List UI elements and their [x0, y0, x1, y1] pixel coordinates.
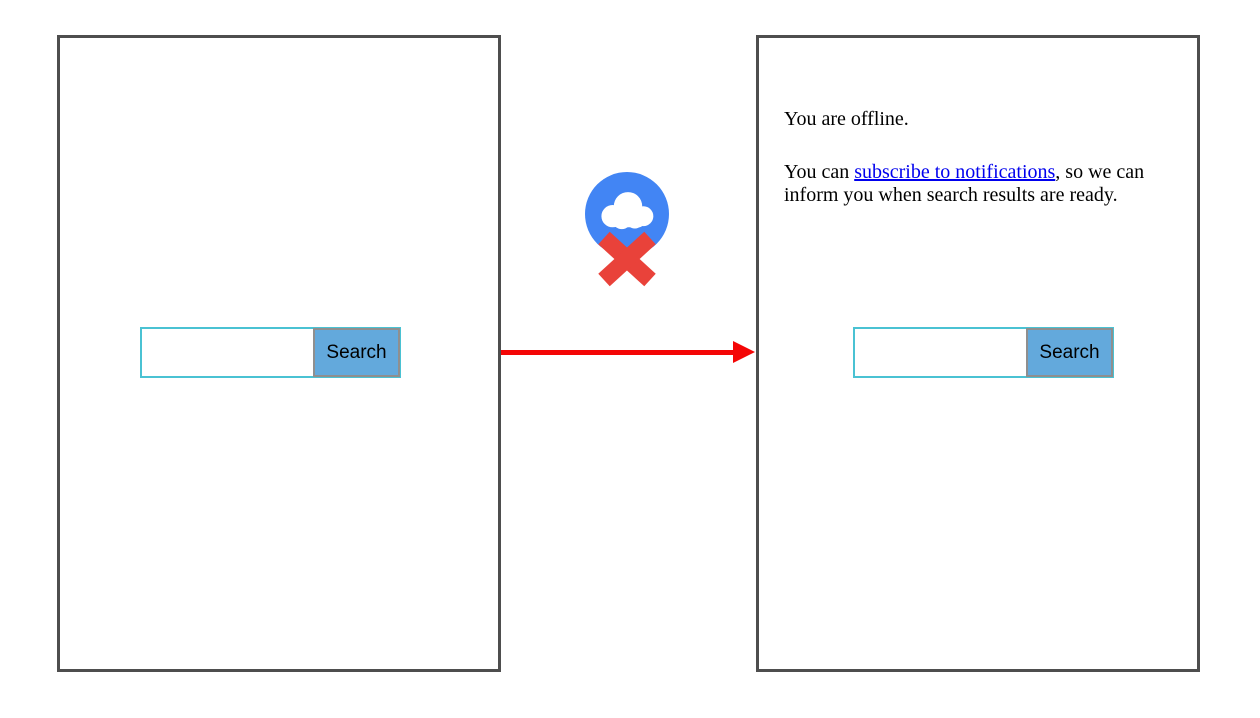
search-button[interactable]: Search [1026, 328, 1113, 377]
subscribe-notifications-link[interactable]: subscribe to notifications [854, 161, 1056, 183]
arrow-head-icon [733, 341, 755, 363]
offline-message-block: You are offline. You can subscribe to no… [784, 108, 1186, 207]
notify-text: You can subscribe to notifications, so w… [784, 161, 1186, 207]
search-widget: Search [853, 327, 1114, 378]
offline-status-text: You are offline. [784, 108, 909, 130]
offline-cloud-icon [583, 170, 673, 288]
flow-arrow [501, 341, 755, 363]
search-widget: Search [140, 327, 401, 378]
notify-prefix-text: You can [784, 161, 855, 183]
search-input[interactable] [855, 329, 1028, 376]
notify-suffix-text: , so we can inform you when search resul… [784, 161, 1145, 206]
left-panel-online-page: Search [57, 35, 501, 672]
right-panel-offline-page: You are offline. You can subscribe to no… [756, 35, 1200, 672]
search-input[interactable] [142, 329, 315, 376]
x-mark-icon [598, 231, 656, 287]
cloud-icon [601, 192, 654, 230]
search-button[interactable]: Search [313, 328, 400, 377]
arrow-line [501, 350, 735, 355]
